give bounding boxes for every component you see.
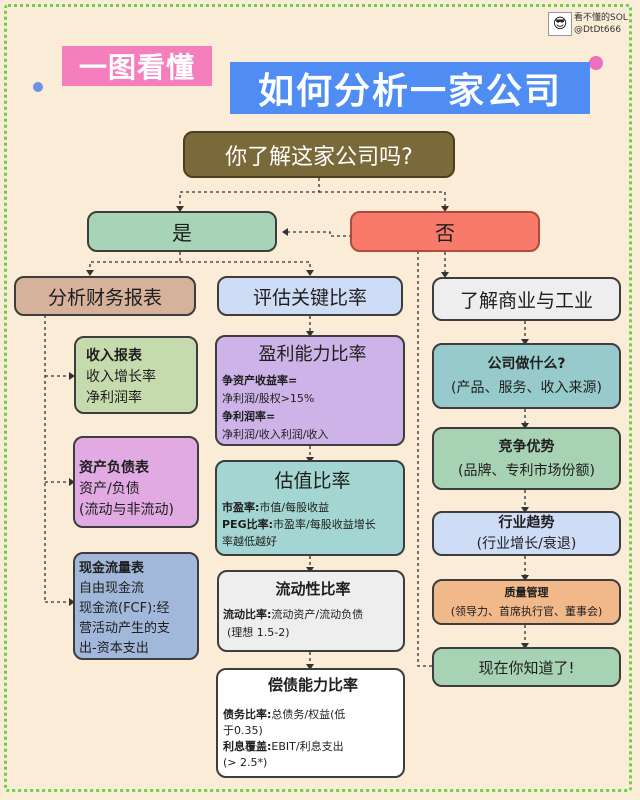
sunglasses-face-icon: 😎 [548, 12, 572, 36]
income-line-2: 净利润率 [86, 390, 142, 406]
income-title: 收入报表 [86, 348, 142, 364]
balance-title: 资产负债表 [79, 460, 149, 476]
question-box: 你了解这家公司吗? [183, 131, 455, 178]
profitability-box: 盈利能力比率 争资产收益率= 净利润/股权>15% 争利润率= 净利润/收入利润… [215, 335, 405, 446]
peg-formula: 市盈率/每股收益增长 [273, 518, 376, 531]
advantage-box: 竞争优势 (品牌、专利市场份额) [432, 427, 621, 490]
yes-box: 是 [87, 211, 277, 252]
valuation-box: 估值比率 市盈率:市值/每股收益 PEG比率:市盈率/每股收益增长 率越低越好 [215, 460, 405, 556]
decor-dot-blue [33, 82, 43, 92]
watermark-name: 看不懂的SOL [574, 13, 628, 23]
liquidity-box: 流动性比率 流动比率:流动资产/流动负债 (理想 1.5-2) [217, 570, 405, 652]
pe-formula: 市值/每股收益 [259, 501, 330, 514]
solvency-title: 偿债能力比率 [267, 676, 358, 694]
balance-line-2: (流动与非流动) [79, 502, 174, 518]
interest-coverage-formula: EBIT/利息支出 [271, 740, 344, 753]
advantage-title: 竞争优势 [498, 438, 555, 455]
debt-ratio-note: 于0.35) [223, 724, 263, 737]
industry-heading-box: 了解商业与工业 [432, 277, 621, 321]
question-text: 你了解这家公司吗? [225, 144, 413, 170]
management-sub: (领导力、首席执行官、董事会) [450, 605, 603, 618]
income-line-1: 收入增长率 [86, 369, 156, 385]
badge-label: 一图看懂 [62, 46, 212, 86]
management-title: 质量管理 [504, 586, 549, 599]
advantage-sub: (品牌、专利市场份额) [458, 462, 595, 479]
valuation-title: 估值比率 [274, 470, 351, 492]
cashflow-line-2: 现金流(FCF):经 [79, 601, 170, 616]
yes-label: 是 [172, 221, 192, 245]
pe-label: 市盈率: [222, 501, 260, 514]
cashflow-title: 现金流量表 [79, 561, 145, 576]
valuation-note: 率越低越好 [222, 535, 277, 548]
income-statement-box: 收入报表 收入增长率 净利润率 [74, 336, 198, 414]
balance-sheet-box: 资产负债表 资产/负债 (流动与非流动) [73, 436, 199, 528]
liquidity-title: 流动性比率 [275, 580, 351, 598]
business-box: 公司做什么? (产品、服务、收入来源) [432, 343, 621, 409]
business-title: 公司做什么? [487, 356, 566, 372]
cashflow-line-1: 自由现金流 [79, 581, 145, 596]
margin-label: 争利润率= [222, 410, 276, 423]
balance-line-1: 资产/负债 [79, 481, 140, 497]
financials-heading-box: 分析财务报表 [14, 276, 196, 316]
end-box: 现在你知道了! [432, 647, 621, 687]
profitability-title: 盈利能力比率 [258, 344, 367, 365]
page-title: 如何分析一家公司 [230, 62, 590, 114]
cashflow-line-3: 营活动产生的支 [79, 621, 171, 636]
end-label: 现在你知道了! [478, 658, 575, 677]
ratios-heading: 评估关键比率 [252, 286, 367, 309]
current-ratio-label: 流动比率: [223, 608, 272, 621]
debt-ratio-formula: 总债务/权益(低 [271, 708, 346, 721]
roe-label: 争资产收益率= [222, 374, 298, 387]
cashflow-line-4: 出-资本支出 [79, 641, 149, 656]
no-box: 否 [350, 211, 540, 252]
current-ratio-formula: 流动资产/流动负债 [271, 608, 364, 621]
trend-sub: (行业增长/衰退) [476, 535, 577, 552]
decor-dot-pink [589, 56, 603, 70]
interest-coverage-note: (> 2.5*) [223, 756, 268, 769]
trend-box: 行业趋势 (行业增长/衰退) [432, 511, 621, 556]
trend-title: 行业趋势 [498, 514, 555, 531]
peg-label: PEG比率: [222, 518, 274, 531]
watermark: 看不懂的SOL @DtDt666 [574, 12, 628, 36]
financials-heading: 分析财务报表 [47, 286, 162, 309]
industry-heading: 了解商业与工业 [459, 289, 593, 312]
margin-formula: 净利润/收入利润/收入 [222, 428, 329, 441]
roe-formula: 净利润/股权>15% [222, 392, 315, 405]
solvency-box: 偿债能力比率 债务比率:总债务/权益(低 于0.35) 利息覆盖:EBIT/利息… [216, 668, 405, 778]
business-sub: (产品、服务、收入来源) [451, 380, 602, 396]
ratios-heading-box: 评估关键比率 [217, 276, 403, 316]
no-label: 否 [435, 221, 455, 245]
watermark-handle: @DtDt666 [574, 25, 622, 35]
page-border [4, 4, 632, 792]
liquidity-note: (理想 1.5-2) [227, 626, 290, 639]
debt-ratio-label: 债务比率: [223, 708, 272, 721]
management-box: 质量管理 (领导力、首席执行官、董事会) [432, 579, 621, 625]
interest-coverage-label: 利息覆盖: [223, 740, 272, 753]
cash-flow-box: 现金流量表 自由现金流 现金流(FCF):经 营活动产生的支 出-资本支出 [73, 552, 199, 660]
